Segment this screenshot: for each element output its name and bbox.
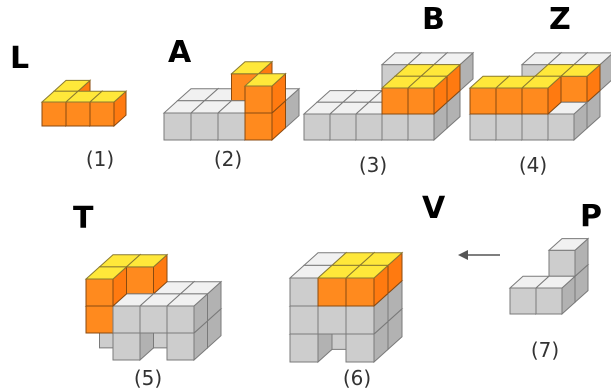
piece-letter-z: Z: [549, 2, 571, 37]
figure-number-2: (2): [214, 147, 242, 171]
cube-front-face: [329, 113, 357, 141]
cube-top-face: [534, 275, 577, 289]
cube-front-face: [509, 287, 537, 315]
figure-number-3: (3): [359, 153, 387, 177]
cube-top-face: [165, 293, 209, 307]
cube-front-face: [190, 112, 219, 141]
piece-letter-p: P: [580, 199, 602, 234]
cube-front-face: [303, 113, 331, 141]
cube-front-face: [112, 305, 141, 334]
cube-front-face: [521, 113, 549, 141]
piece-cube-top-face: [125, 254, 169, 268]
piece-cube-top-face: [520, 75, 563, 89]
cube-front-face: [289, 333, 319, 363]
cube-front-face: [407, 113, 435, 141]
piece-cube-front-face: [469, 87, 497, 115]
piece-cube-top-face: [243, 73, 287, 87]
cube-front-face: [166, 332, 195, 361]
cube-front-face: [535, 287, 563, 315]
piece-cube-front-face: [244, 112, 273, 141]
cube-front-face: [112, 332, 141, 361]
piece-letter-b: B: [422, 2, 445, 37]
cube-front-face: [548, 249, 576, 277]
piece-cube-front-face: [317, 277, 347, 307]
piece-cube-front-face: [244, 85, 273, 114]
piece-cube-front-face: [89, 101, 115, 127]
cube-front-face: [289, 277, 319, 307]
piece-cube-front-face: [85, 305, 114, 334]
piece-cube-front-face: [65, 101, 91, 127]
figure-3: [302, 51, 475, 142]
figure-1: [40, 79, 128, 128]
piece-letter-l: L: [10, 41, 29, 76]
piece-cube-top-face: [230, 61, 274, 75]
cube-front-face: [289, 305, 319, 335]
piece-cube-front-face: [521, 87, 549, 115]
cube-front-face: [381, 113, 409, 141]
figure-5: [84, 253, 223, 362]
piece-cube-front-face: [381, 87, 409, 115]
piece-cube-front-face: [560, 75, 588, 103]
piece-cube-front-face: [41, 101, 67, 127]
cube-front-face: [495, 113, 523, 141]
cube-front-face: [345, 305, 375, 335]
cube-front-face: [355, 113, 383, 141]
cube-front-face: [139, 305, 168, 334]
cube-front-face: [163, 112, 192, 141]
piece-cube-top-face: [88, 90, 128, 103]
cube-front-face: [217, 112, 246, 141]
piece-cube-front-face: [407, 87, 435, 115]
piece-letter-t: T: [73, 201, 94, 236]
piece-cube-front-face: [85, 278, 114, 307]
piece-cube-front-face: [126, 266, 154, 295]
piece-letter-a: A: [168, 35, 192, 70]
figure-7: [508, 237, 590, 316]
piece-cube-top-face: [559, 64, 602, 77]
piece-cube-front-face: [345, 277, 375, 307]
piece-letter-v: V: [422, 191, 446, 226]
figure-number-5: (5): [134, 366, 162, 390]
figure-number-1: (1): [86, 147, 114, 171]
figure-6: [288, 251, 404, 364]
piece-cube-top-face: [84, 266, 128, 280]
cube-front-face: [345, 333, 375, 363]
cube-front-face: [317, 305, 347, 335]
cube-front-face: [547, 113, 575, 141]
cube-top-face: [547, 238, 590, 251]
piece-cube-front-face: [495, 87, 523, 115]
cube-front-face: [469, 113, 497, 141]
piece-cube-top-face: [406, 75, 449, 89]
cube-front-face: [166, 305, 195, 334]
figure-number-4: (4): [519, 153, 547, 177]
arrow-left-icon: [458, 250, 468, 260]
figure-4: [468, 51, 611, 142]
figure-2: [162, 60, 301, 142]
figure-number-6: (6): [343, 366, 371, 390]
figure-number-7: (7): [531, 338, 559, 362]
piece-cube-top-face: [344, 264, 390, 279]
